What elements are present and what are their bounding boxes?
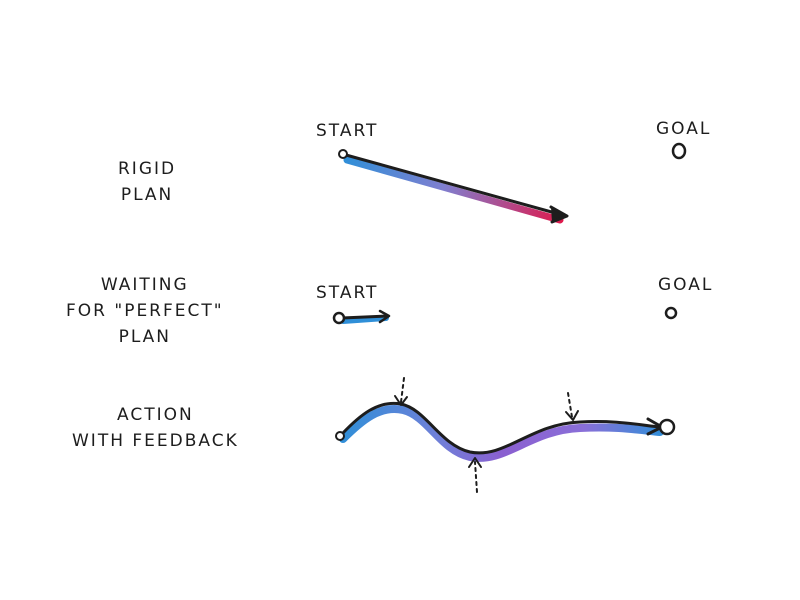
waiting-plan-label: WAITING FOR "PERFECT" PLAN [66, 272, 224, 350]
waiting-plan-start-label: START [316, 283, 379, 303]
action-feedback-label: ACTION WITH FEEDBACK [72, 402, 239, 454]
label-line: PLAN [118, 327, 172, 347]
label-line: PLAN [120, 185, 174, 205]
label-line: RIGID [118, 159, 177, 179]
waiting-plan-arrowhead [378, 309, 391, 324]
label-line: WAITING [100, 275, 189, 295]
feedback-arrow-top-right [565, 392, 579, 421]
feedback-start-node [335, 431, 345, 441]
feedback-arrow-top-left [394, 377, 408, 406]
label-line: FOR "PERFECT" [66, 301, 224, 321]
waiting-plan-diagram [332, 306, 678, 325]
waiting-plan-goal-node [664, 306, 678, 320]
rigid-plan-diagram [338, 142, 687, 224]
waiting-plan-shading [340, 315, 389, 324]
waiting-plan-goal-label: GOAL [658, 275, 714, 295]
action-feedback-diagram [335, 377, 676, 493]
rigid-plan-label: RIGID PLAN [118, 156, 176, 208]
rigid-plan-start-label: START [316, 121, 379, 141]
rigid-plan-arrowhead [549, 205, 569, 224]
feedback-arrow-bottom [468, 457, 482, 493]
rigid-plan-goal-node [671, 142, 687, 160]
waiting-plan-start-node [332, 311, 346, 325]
feedback-path [340, 401, 662, 455]
rigid-plan-shading [343, 156, 564, 224]
feedback-path-shading [339, 405, 664, 462]
label-line: WITH FEEDBACK [72, 431, 239, 451]
feedback-goal-node [658, 418, 676, 436]
rigid-plan-start-node [338, 149, 348, 159]
rigid-plan-arrow [344, 153, 568, 218]
waiting-plan-arrow [340, 314, 390, 320]
rigid-plan-goal-label: GOAL [656, 119, 712, 139]
label-line: ACTION [117, 405, 194, 425]
